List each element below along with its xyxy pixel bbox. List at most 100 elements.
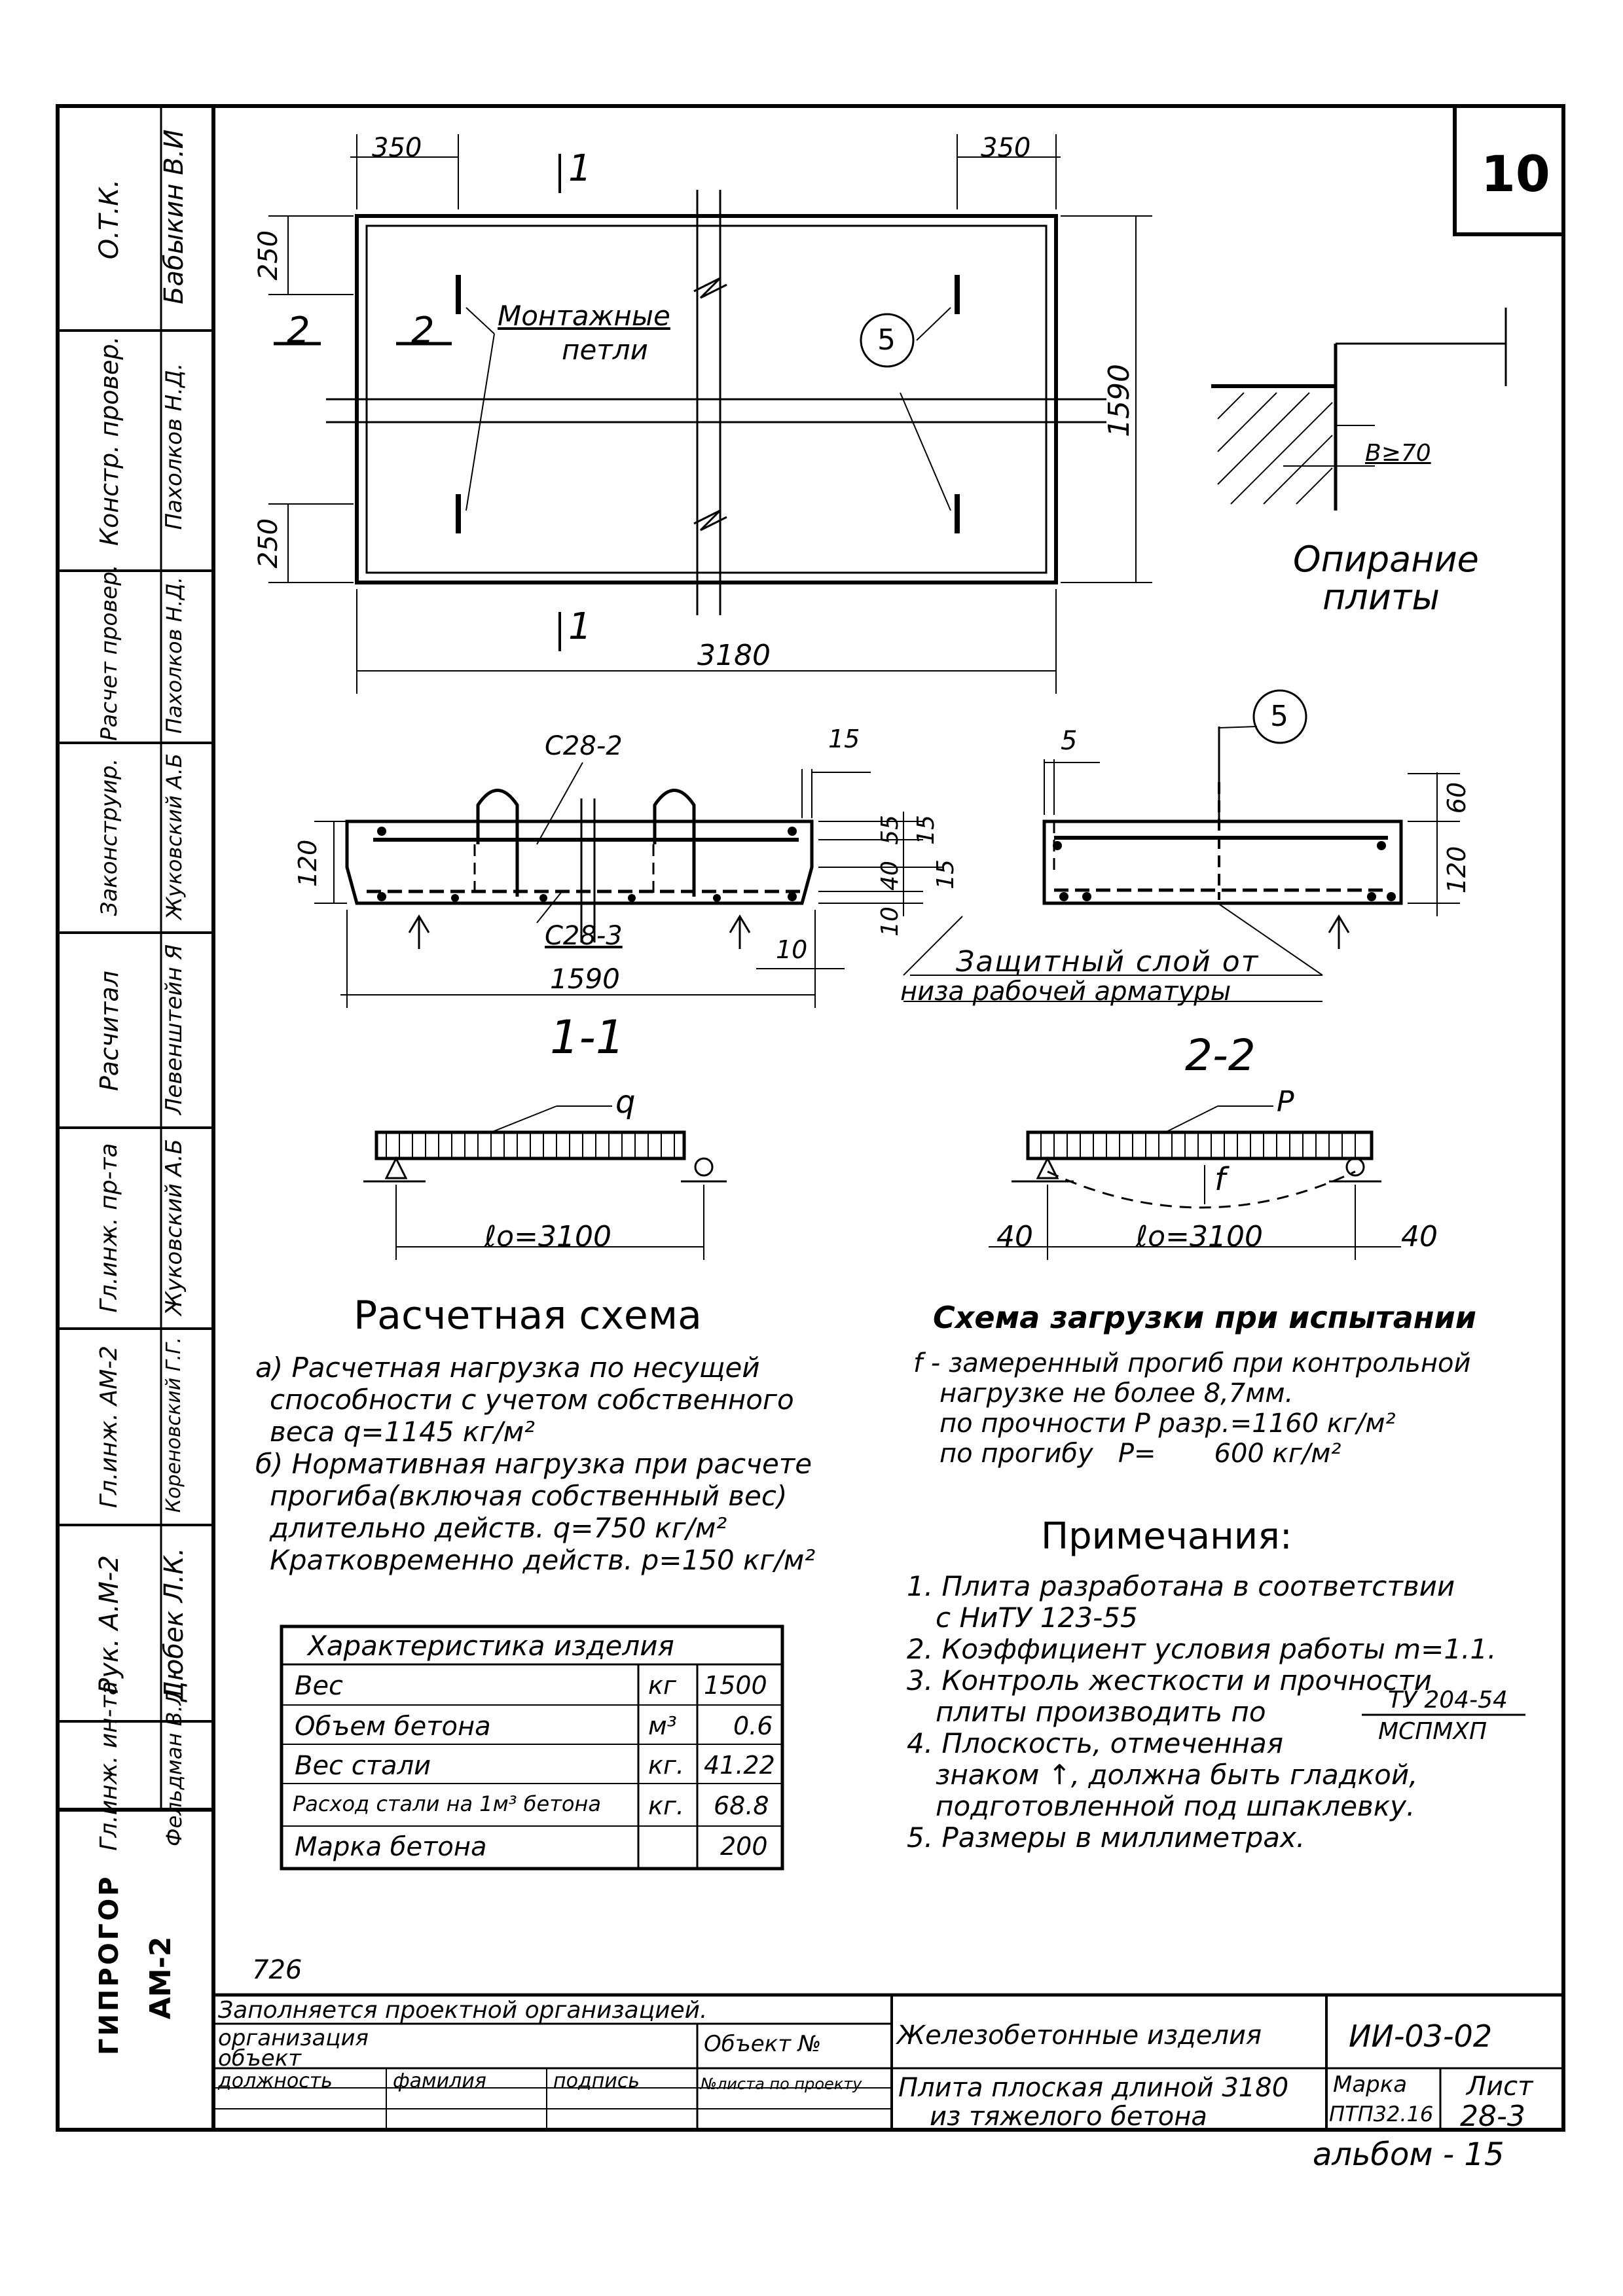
table-row-1-name: Вес [295,1671,344,1701]
org-code: АМ-2 [144,1936,177,2020]
test-notes: f - замеренный прогиб при контрольной на… [913,1348,1470,1469]
test-deflection: f [1214,1161,1226,1198]
note-5: 5. Размеры в миллиметрах. [907,1821,1305,1854]
test-note-4: по прогибу P= 600 кг/м² [939,1439,1341,1469]
table-row-1-value: 1500 [704,1671,767,1700]
rebar-c28-3: С28-3 [545,921,623,951]
number-726: 726 [252,1955,302,1985]
calc-title: Расчетная схема [354,1293,702,1338]
note-1: 1. Плита разработана в соответствии [907,1570,1455,1602]
note-1b: с НиТУ 123-55 [936,1602,1138,1634]
dim-15-c: 15 [932,859,959,889]
calc-note-a3: веса q=1145 кг/м² [270,1416,535,1448]
sidebar-name-3: Пахолков Н.Д. [162,577,187,734]
sheet-value: 28-3 [1460,2100,1525,2133]
cover-note-2: низа рабочей арматуры [900,977,1231,1007]
table-row-5-value: 200 [720,1832,768,1861]
sidebar-name-2: Пахолков Н.Д. [161,363,187,530]
object-no-label: Объект № [704,2031,822,2057]
sidebar-name-6: Жуковский А.Б [161,1139,187,1316]
dim-15-top: 15 [828,725,860,753]
sidebar-name-9: Фельдман В.Л. [162,1683,187,1846]
loops-label: Монтажные [498,300,670,332]
category: Железобетонные изделия [897,2020,1262,2051]
sheet-number: 10 [1481,145,1550,203]
section-1-1-title: 1-1 [550,1011,625,1064]
table-row-4-name: Расход стали на 1м³ бетона [293,1791,601,1816]
dim-10-h: 10 [776,935,808,964]
sidebar-name-1: Бабыкин В.И [159,129,189,304]
calc-note-b4: Кратковременно действ. р=150 кг/м² [270,1544,816,1576]
series: ИИ-03-02 [1349,2018,1493,2054]
notes-title: Примечания: [1041,1515,1292,1558]
test-dim-right: 40 [1401,1220,1438,1253]
section-2-2-title: 2-2 [1185,1030,1256,1081]
note-3: 3. Контроль жесткости и прочности [907,1664,1432,1696]
sidebar-role-9: Гл.инж. ин-та [96,1681,122,1851]
test-dim-left: 40 [996,1220,1033,1253]
calc-note-b3: длительно действ. q=750 кг/м² [270,1512,727,1544]
dim-120-s22: 120 [1442,846,1471,894]
dim-5: 5 [1061,726,1078,756]
sidebar-role-1: О.Т.К. [94,179,124,260]
dim-60: 60 [1442,781,1471,814]
callout-5-plan: 5 [877,323,896,357]
dim-350-left: 350 [372,133,422,163]
position-label: должность [218,2070,333,2092]
dim-350-right: 350 [981,133,1031,163]
calc-note-a: а) Расчетная нагрузка по несущей [255,1352,760,1384]
sidebar-role-6: Гл.инж. пр-та [96,1143,122,1313]
note-2: 2. Коэффициент условия работы m=1.1. [907,1633,1497,1665]
surname-label: фамилия [393,2070,486,2092]
table-row-3-name: Вес стали [295,1751,431,1781]
dim-55: 55 [877,815,903,845]
mark-label: Марка [1333,2072,1408,2098]
product-name: Плита плоская длиной 3180 [898,2073,1289,2103]
sheet-in-project-label: №листа по проекту [701,2075,862,2093]
support-caption-2: плиты [1322,577,1440,618]
dim-3180: 3180 [697,639,771,672]
table-row-2-unit: м³ [648,1712,677,1740]
rebar-c28-2: С28-2 [545,731,623,761]
note-4: 4. Плоскость, отмеченная [907,1727,1283,1759]
test-load-label: P [1277,1085,1294,1119]
object-label: объект [218,2045,302,2072]
calc-load-label: q [615,1084,636,1121]
support-caption: Опирание [1293,539,1479,580]
section-1-top: 1 [568,147,592,190]
album-label: альбом - 15 [1313,2136,1504,2173]
sidebar-name-4: Жуковский А.Б [162,753,187,920]
cover-note: Защитный слой от [956,945,1260,978]
table-row-4-value: 68.8 [714,1791,769,1820]
org-label: организация [218,2025,369,2051]
test-note-1: f - замеренный прогиб при контрольной [913,1348,1471,1378]
note-3b: плиты производить по [936,1696,1266,1728]
calc-notes: а) Расчетная нагрузка по несущей способн… [255,1352,815,1576]
note-4c: подготовленной под шпаклевку. [936,1790,1415,1822]
table-row-3-unit: кг. [648,1751,684,1780]
table-row-5-name: Марка бетона [295,1832,487,1862]
test-span: ℓо=3100 [1136,1220,1263,1253]
table-row-1-unit: кг [648,1671,676,1700]
calc-note-b2: прогиба(включая собственный вес) [270,1480,788,1512]
test-title: Схема загрузки при испытании [933,1300,1476,1335]
calc-note-b: б) Нормативная нагрузка при расчете [255,1448,812,1480]
sidebar-name-7: Кореновский Г.Г. [162,1336,185,1513]
callout-5-s22: 5 [1270,700,1288,733]
dim-10-v: 10 [877,906,903,937]
sidebar-role-5: Расчитал [95,971,124,1091]
dim-250-top: 250 [253,230,283,281]
test-note-3: по прочности P разр.=1160 кг/м² [939,1408,1396,1439]
sidebar-role-7: Гл.инж. АМ-2 [96,1345,122,1509]
note-4b: знаком ↑, должна быть гладкой, [936,1759,1418,1791]
table-row-2-name: Объем бетона [295,1712,491,1742]
sidebar-role-3: Расчет провер. [96,564,122,741]
dim-120-s11: 120 [293,839,322,888]
fill-by-label: Заполняется проектной организацией. [218,1997,708,2024]
sheet-label: Лист [1467,2072,1533,2102]
dim-250-bottom: 250 [253,518,283,569]
dim-40: 40 [877,861,903,891]
sidebar-role-2: Констр. провер. [95,336,124,546]
